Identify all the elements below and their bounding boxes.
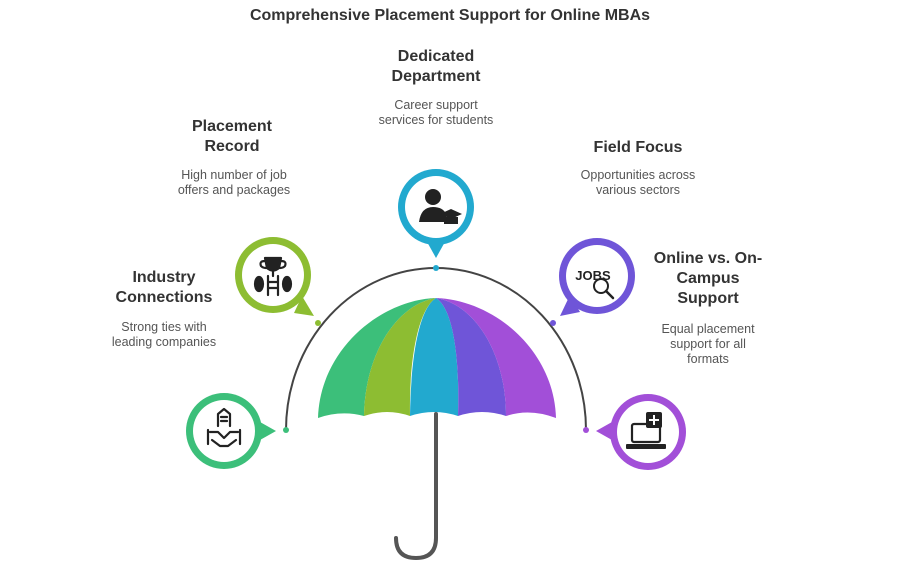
node-dedicated-department (398, 169, 474, 258)
arc-dot (433, 265, 439, 271)
node-industry-connections (186, 393, 276, 469)
arc-dot (550, 320, 556, 326)
arc-dot (283, 427, 289, 433)
node-field-focus: JOBS (559, 238, 635, 316)
desc-field-focus: Opportunities across various sectors (580, 168, 696, 197)
node-placement-record (235, 237, 314, 316)
jobs-search-icon: JOBS (575, 268, 615, 300)
canopy-panel-blue (410, 298, 459, 416)
canopy-panel-purple (436, 298, 556, 418)
canopy-panel-indigo (436, 298, 506, 416)
desc-dedicated-department: Career support services for students (378, 98, 494, 127)
desc-placement-record: High number of job offers and packages (177, 168, 291, 197)
umbrella-canopy (318, 298, 556, 418)
label-placement-record: Placement Record (191, 118, 273, 155)
node-online-vs-campus (596, 394, 686, 470)
label-field-focus: Field Focus (593, 139, 683, 156)
label-industry-connections: Industry Connections (115, 269, 213, 306)
desc-industry-connections: Strong ties with leading companies (111, 320, 217, 349)
arc-dot (315, 320, 321, 326)
arc-dot (583, 427, 589, 433)
handshake-building-icon (206, 407, 242, 448)
trophy-ladder-icon (253, 256, 293, 297)
canopy-panel-lime (364, 298, 436, 416)
label-online-vs-campus: Online vs. On-Campus Support (653, 250, 763, 307)
label-dedicated-department: Dedicated Department (391, 48, 481, 85)
desc-online-vs-campus: Equal placement support for all formats (661, 322, 755, 366)
page-title: Comprehensive Placement Support for Onli… (249, 7, 651, 24)
graduate-student-icon (419, 189, 462, 224)
umbrella-handle (394, 412, 438, 561)
canopy-panel-green (318, 298, 436, 418)
laptop-add-icon (626, 412, 666, 449)
